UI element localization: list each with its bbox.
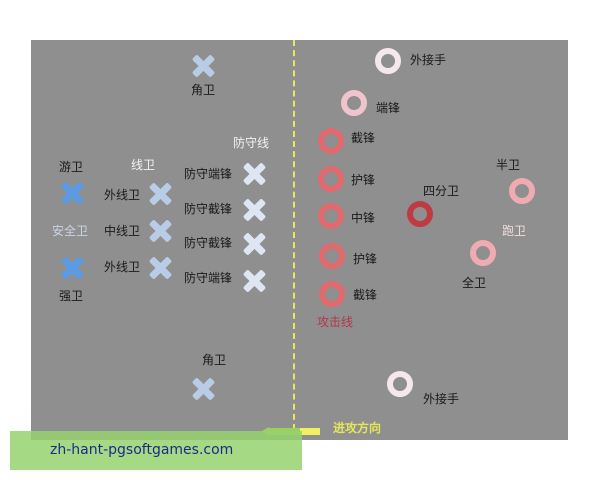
strong-safety-x-icon xyxy=(60,256,84,280)
dline-label-1: 防守端锋 xyxy=(184,167,233,181)
fullback-o-icon xyxy=(470,240,496,266)
dline-x-icon-4 xyxy=(242,269,266,293)
fullback-label: 全卫 xyxy=(462,276,487,290)
tight-end-label: 端锋 xyxy=(376,101,401,115)
oline-o-icon-1 xyxy=(318,128,344,154)
cornerback-bottom-label: 角卫 xyxy=(202,353,227,367)
safeties-header: 安全卫 xyxy=(52,224,89,238)
free-safety-x-icon xyxy=(60,181,84,205)
wide-receiver-top-label: 外接手 xyxy=(410,53,447,67)
attack-direction-label: 进攻方向 xyxy=(333,421,382,435)
oline-o-icon-5 xyxy=(319,281,345,307)
quarterback-label: 四分卫 xyxy=(423,184,460,198)
wide-receiver-bottom-o-icon xyxy=(387,371,413,397)
halfback-label: 半卫 xyxy=(496,158,521,172)
oline-label-4: 护锋 xyxy=(353,252,378,266)
running-backs-header: 跑卫 xyxy=(502,224,527,238)
offensive-line-header: 攻击线 xyxy=(317,315,354,329)
oline-label-2: 护锋 xyxy=(351,173,376,187)
dline-label-3: 防守截锋 xyxy=(184,236,233,250)
linebackers-header: 线卫 xyxy=(131,158,156,172)
linebacker-label-1: 外线卫 xyxy=(104,188,141,202)
cornerback-top-x-icon xyxy=(191,54,215,78)
line-of-scrimmage xyxy=(293,40,295,430)
quarterback-o-icon xyxy=(407,201,433,227)
linebacker-label-2: 中线卫 xyxy=(104,224,141,238)
dline-x-icon-2 xyxy=(242,198,266,222)
arrow-shaft-yellow xyxy=(300,428,320,435)
linebacker-x-icon-2 xyxy=(148,219,172,243)
linebacker-label-3: 外线卫 xyxy=(104,260,141,274)
free-safety-label: 游卫 xyxy=(59,160,84,174)
dline-label-2: 防守截锋 xyxy=(184,202,233,216)
wide-receiver-bottom-label: 外接手 xyxy=(423,392,460,406)
oline-label-1: 截锋 xyxy=(351,131,376,145)
oline-o-icon-4 xyxy=(319,243,345,269)
watermark-banner: zh-hant-pgsoftgames.com xyxy=(10,431,302,470)
oline-o-icon-3 xyxy=(318,203,344,229)
oline-o-icon-2 xyxy=(318,166,344,192)
tight-end-o-icon xyxy=(341,90,367,116)
wide-receiver-top-o-icon xyxy=(375,48,401,74)
dline-x-icon-1 xyxy=(242,162,266,186)
defensive-line-header: 防守线 xyxy=(233,136,270,150)
strong-safety-label: 强卫 xyxy=(59,289,84,303)
dline-x-icon-3 xyxy=(242,232,266,256)
halfback-o-icon xyxy=(509,178,535,204)
linebacker-x-icon-3 xyxy=(148,256,172,280)
linebacker-x-icon-1 xyxy=(148,182,172,206)
oline-label-3: 中锋 xyxy=(351,211,376,225)
oline-label-5: 截锋 xyxy=(353,288,378,302)
dline-label-4: 防守端锋 xyxy=(184,271,233,285)
cornerback-top-label: 角卫 xyxy=(191,83,216,97)
cornerback-bottom-x-icon xyxy=(191,377,215,401)
watermark-text: zh-hant-pgsoftgames.com xyxy=(50,442,234,458)
